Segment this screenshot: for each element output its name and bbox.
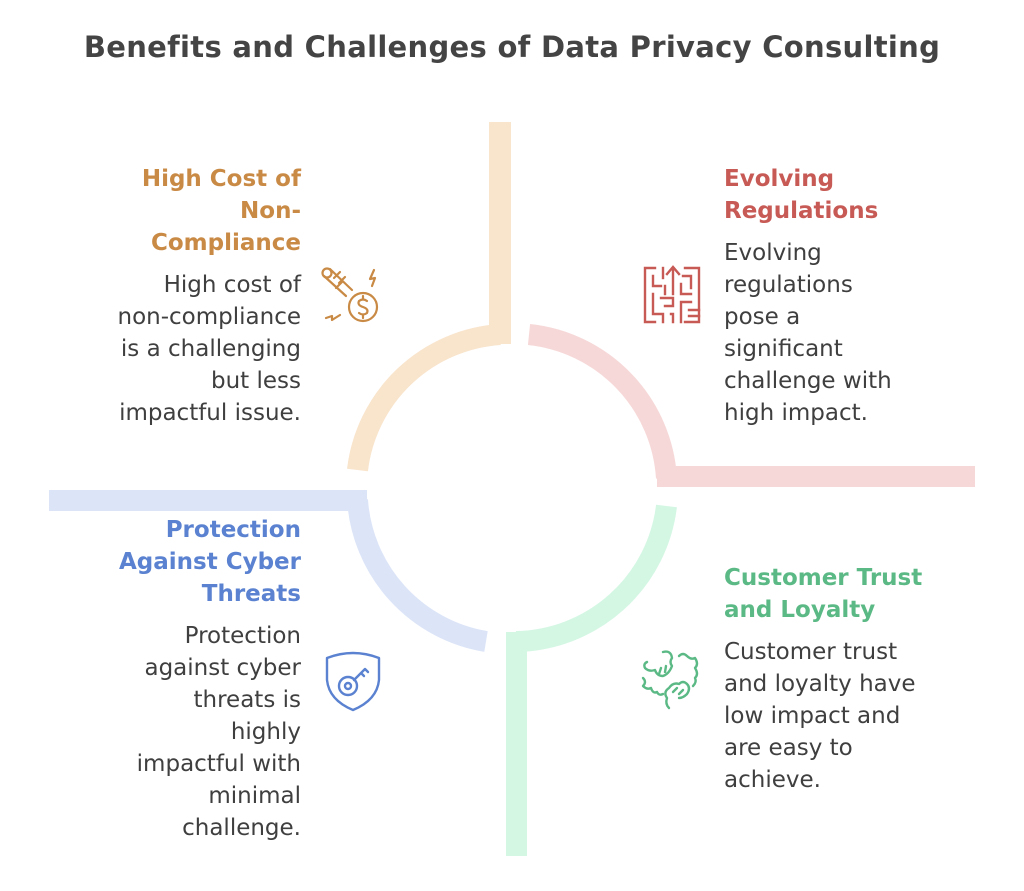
- desc-line: but less: [210, 368, 301, 394]
- quadrant-heading: Customer Trust and Loyalty: [724, 562, 994, 626]
- heading-line: Customer Trust: [724, 565, 923, 591]
- desc-line: challenge.: [182, 815, 301, 841]
- maze-icon: [643, 265, 701, 324]
- heading-line: and Loyalty: [724, 597, 876, 623]
- desc-line: highly: [230, 719, 301, 745]
- desc-line: Customer trust: [724, 639, 898, 665]
- desc-line: non-compliance: [117, 304, 302, 330]
- green-segment: [506, 504, 677, 856]
- thermometer-dollar-icon: [321, 267, 379, 323]
- quadrant-heading: Evolving Regulations: [724, 163, 984, 227]
- quadrant-heading: High Cost of Non- Compliance: [80, 163, 301, 259]
- desc-line: minimal: [208, 783, 301, 809]
- quadrant-description: High cost of non-compliance is a challen…: [80, 269, 302, 429]
- diagram-title: Benefits and Challenges of Data Privacy …: [83, 30, 941, 64]
- desc-line: challenge with: [724, 368, 892, 394]
- desc-line: low impact and: [724, 703, 901, 729]
- desc-line: pose a: [724, 304, 801, 330]
- shield-key-icon: [325, 651, 381, 712]
- heading-line: Against Cyber: [118, 549, 301, 575]
- quadrant-cyber-protection: Protection Against Cyber Threats Protect…: [60, 514, 301, 844]
- desc-line: are easy to: [724, 735, 853, 761]
- desc-line: high impact.: [724, 400, 868, 426]
- desc-line: against cyber: [144, 655, 301, 681]
- heading-line: Evolving: [724, 166, 835, 192]
- quadrant-high-cost: High Cost of Non- Compliance High cost o…: [80, 163, 302, 429]
- blue-segment: [49, 490, 488, 652]
- orange-segment: [347, 122, 511, 472]
- desc-line: impactful issue.: [119, 400, 301, 426]
- desc-line: significant: [724, 336, 843, 362]
- desc-line: is a challenging: [120, 336, 301, 362]
- desc-line: threats is: [193, 687, 301, 713]
- desc-line: Evolving: [724, 240, 822, 266]
- quadrant-evolving-regulations: Evolving Regulations Evolving regulation…: [724, 163, 984, 429]
- quadrant-customer-trust: Customer Trust and Loyalty Customer trus…: [724, 562, 994, 796]
- desc-line: regulations: [724, 272, 853, 298]
- heading-line: Non-: [240, 198, 301, 224]
- desc-line: and loyalty have: [724, 671, 916, 697]
- desc-line: Protection: [184, 623, 301, 649]
- desc-line: High cost of: [163, 272, 301, 298]
- heading-line: Compliance: [150, 230, 301, 256]
- heading-line: Regulations: [724, 198, 879, 224]
- quadrant-description: Evolving regulations pose a significant …: [724, 237, 984, 429]
- desc-line: achieve.: [724, 767, 821, 793]
- handshake-icon: [641, 650, 699, 710]
- red-segment: [527, 324, 975, 487]
- quadrant-description: Customer trust and loyalty have low impa…: [724, 636, 994, 796]
- heading-line: Protection: [165, 517, 301, 543]
- quadrant-heading: Protection Against Cyber Threats: [60, 514, 301, 610]
- desc-line: impactful with: [136, 751, 301, 777]
- heading-line: Threats: [201, 581, 301, 607]
- heading-line: High Cost of: [141, 166, 301, 192]
- quadrant-description: Protection against cyber threats is high…: [60, 620, 301, 844]
